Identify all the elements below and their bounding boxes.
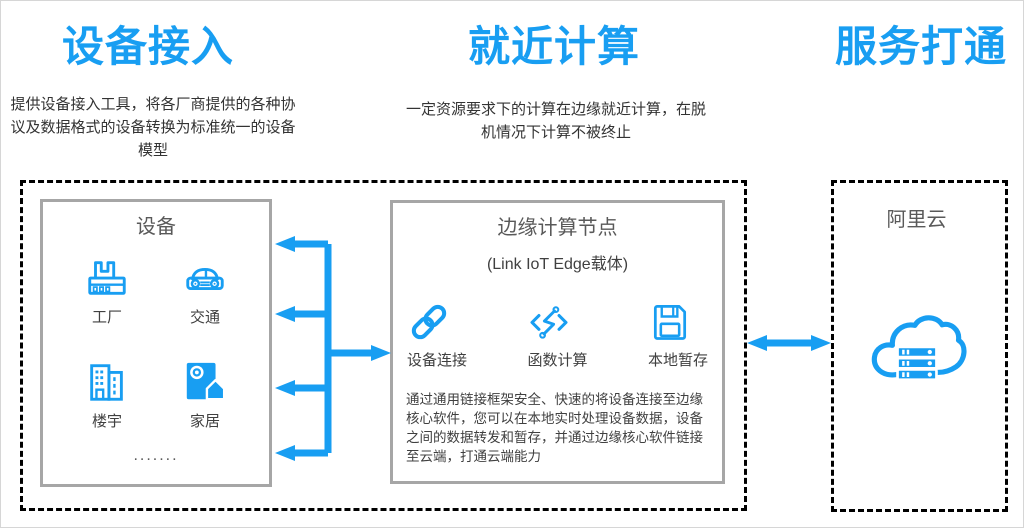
devices-grid: 工厂 交通 <box>43 255 269 431</box>
cloud-region-dashed-box <box>831 180 1008 512</box>
factory-icon <box>88 261 126 295</box>
pillar-title-service-connect: 服务打通 <box>834 23 1007 70</box>
devices-panel: 设备 工厂 <box>40 199 272 487</box>
cloud-icon-wrap <box>834 310 999 394</box>
home-icon <box>186 362 226 401</box>
pillar-title-nearby-compute: 就近计算 <box>467 23 640 70</box>
devices-more-dots: ....... <box>133 447 179 464</box>
device-label-traffic: 交通 <box>189 309 220 326</box>
device-item-factory: 工厂 <box>84 255 130 327</box>
alibaba-cloud-icon <box>871 315 966 381</box>
feature-label-device-link: 设备连接 <box>407 352 468 369</box>
feature-local-storage: 本地暂存 <box>648 300 708 370</box>
device-label-building: 楼宇 <box>91 413 122 430</box>
cloud-title: 阿里云 <box>886 209 947 231</box>
device-edge-bus-arrows <box>275 236 391 461</box>
edge-node-description: 通过通用链接框架安全、快速的将设备连接至边缘核心软件，您可以在本地实时处理设备数… <box>406 392 703 464</box>
pillar-desc-device-access: 提供设备接入工具，将各厂商提供的各种协议及数据格式的设备转换为标准统一的设备模型 <box>10 96 296 159</box>
edge-node-panel: 边缘计算节点 (Link IoT Edge载体) 设备连接 <box>390 200 725 484</box>
edge-node-title: 边缘计算节点 <box>497 217 618 239</box>
feature-function-compute: 函数计算 <box>527 300 588 370</box>
edge-cloud-double-arrow <box>747 335 831 351</box>
device-item-traffic: 交通 <box>182 255 228 327</box>
traffic-icon <box>186 267 224 290</box>
device-label-home: 家居 <box>189 413 220 430</box>
pillar-title-device-access: 设备接入 <box>61 23 234 70</box>
building-icon <box>90 364 123 401</box>
feature-device-link: 设备连接 <box>407 300 467 370</box>
edge-node-subtitle: (Link IoT Edge载体) <box>486 256 629 273</box>
local-storage-icon <box>653 305 687 340</box>
feature-label-local-storage: 本地暂存 <box>647 352 708 369</box>
pillar-desc-nearby-compute: 一定资源要求下的计算在边缘就近计算，在脱机情况下计算不被终止 <box>405 101 706 141</box>
devices-panel-title: 设备 <box>136 216 176 238</box>
device-item-home: 家居 <box>182 359 228 431</box>
edge-features: 设备连接 函数计算 本地暂存 <box>393 300 722 370</box>
device-link-icon <box>411 304 447 340</box>
edge-region-dashed-box <box>20 180 747 511</box>
function-compute-icon <box>530 306 569 339</box>
cloud-panel-content: 阿里云 <box>834 183 999 394</box>
feature-label-function-compute: 函数计算 <box>527 352 588 369</box>
device-item-building: 楼宇 <box>84 359 130 431</box>
device-label-factory: 工厂 <box>91 309 122 326</box>
